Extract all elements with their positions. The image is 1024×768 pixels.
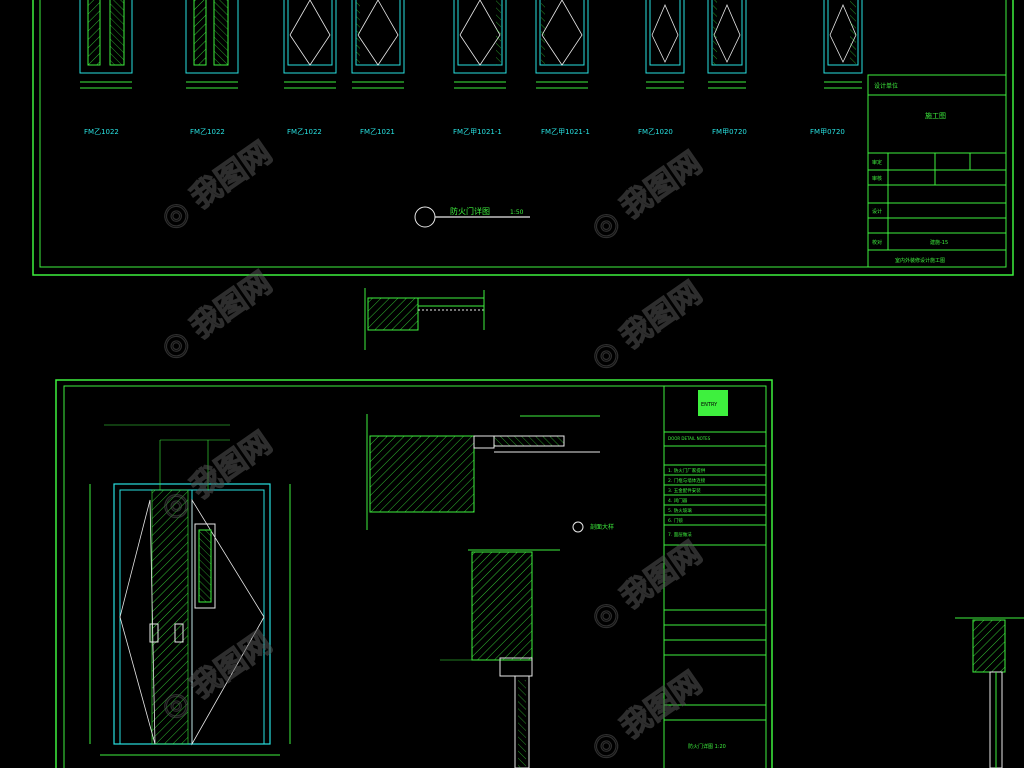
svg-text:◎ 我图网: ◎ 我图网	[585, 665, 709, 766]
svg-text:◎ 我图网: ◎ 我图网	[585, 535, 709, 636]
wall-section-detail-small	[364, 288, 485, 350]
door-elevation-2	[185, 0, 239, 89]
svg-text:◎ 我图网: ◎ 我图网	[155, 425, 279, 526]
door-handle-icon	[174, 623, 184, 643]
door-label-3: FM乙1022	[287, 128, 322, 136]
title-block-top: 设计单位 施工图 审定 审核 设计 校对 建施-15 室内外装修设计施工图	[867, 74, 1007, 268]
title-block-row-2: 审核	[872, 175, 882, 182]
bottom-sheet: 剖面大样 ENTRY DOOR DETAIL NOTES	[55, 379, 773, 768]
door-label-1: FM乙1022	[84, 128, 119, 136]
double-door-elevation	[89, 424, 291, 756]
footer-label: 防火门详图 1:20	[688, 743, 726, 750]
logo-badge	[698, 390, 728, 416]
title-block-row-4: 校对	[872, 239, 882, 246]
detail-title: 防火门详图	[450, 206, 490, 216]
door-label-7: FM乙1020	[638, 128, 673, 136]
header-section-detail: 剖面大样	[366, 414, 614, 533]
detail-scale: 1:50	[510, 209, 524, 216]
note-6: 6. 门锁	[668, 517, 683, 524]
door-elevation-7	[645, 0, 685, 89]
edge-section-detail	[955, 617, 1024, 768]
top-sheet: FM乙1022 FM乙1022 FM乙1022 FM乙1021 FM乙甲1021…	[32, 0, 1014, 276]
title-block-project: 施工图	[925, 111, 946, 120]
note-5: 5. 防火玻璃	[668, 507, 692, 514]
door-elevation-5	[453, 0, 507, 89]
door-elevation-8	[707, 0, 747, 89]
title-block-row-1: 审定	[872, 159, 882, 166]
detail-marker-icon	[414, 206, 436, 228]
door-handle-icon	[149, 623, 159, 643]
svg-text:◎ 我图网: ◎ 我图网	[155, 265, 279, 366]
door-label-9: FM甲0720	[810, 128, 845, 136]
door-label-8: FM甲0720	[712, 128, 747, 136]
door-elevation-1	[79, 0, 133, 89]
door-label-6: FM乙甲1021-1	[541, 128, 590, 136]
title-block-bottom: ENTRY DOOR DETAIL NOTES 1. 防火门厂家提供 2. 门框…	[663, 386, 766, 768]
note-1: 1. 防火门厂家提供	[668, 467, 706, 474]
notes-header: DOOR DETAIL NOTES	[668, 436, 711, 441]
door-elevation-3	[283, 0, 337, 89]
door-elevation-4	[351, 0, 405, 89]
logo-badge-text: ENTRY	[701, 402, 718, 408]
svg-text:◎ 我图网: ◎ 我图网	[155, 135, 279, 236]
door-label-5: FM乙甲1021-1	[453, 128, 502, 136]
door-elevation-9	[823, 0, 863, 89]
door-elevation-6	[535, 0, 589, 89]
section-title: 剖面大样	[590, 523, 614, 531]
note-3: 3. 五金配件安装	[668, 487, 701, 494]
door-label-4: FM乙1021	[360, 128, 395, 136]
title-block-footer: 室内外装修设计施工图	[895, 257, 945, 264]
jamb-section-detail	[440, 549, 560, 768]
svg-text:◎ 我图网: ◎ 我图网	[585, 275, 709, 376]
title-block-row-3: 设计	[872, 208, 882, 215]
door-label-2: FM乙1022	[190, 128, 225, 136]
note-4: 4. 闭门器	[668, 497, 688, 504]
title-block-cell-a: 设计单位	[874, 82, 898, 90]
title-block-sheet-no: 建施-15	[930, 239, 948, 246]
note-7: 7. 面层做法	[668, 531, 692, 538]
svg-text:◎ 我图网: ◎ 我图网	[585, 145, 709, 246]
note-2: 2. 门框与墙体连接	[668, 477, 706, 484]
